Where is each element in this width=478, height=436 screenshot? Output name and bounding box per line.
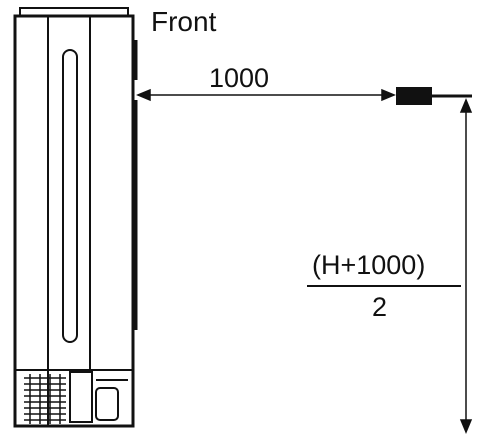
height-formula-numerator: (H+1000) bbox=[312, 250, 426, 280]
vertical-dimension bbox=[459, 98, 473, 434]
obstacle-block bbox=[396, 87, 472, 105]
unit-handle-slot bbox=[62, 49, 78, 343]
unit-grille bbox=[24, 374, 66, 424]
horizontal-dimension bbox=[136, 88, 396, 102]
horizontal-distance-label: 1000 bbox=[209, 63, 270, 93]
unit-body bbox=[13, 14, 135, 428]
arrow-left-icon bbox=[136, 88, 151, 102]
arrow-down-icon bbox=[459, 419, 473, 434]
outdoor-unit bbox=[13, 7, 135, 428]
height-formula-denominator: 2 bbox=[372, 292, 388, 322]
arrow-up-icon bbox=[459, 98, 473, 113]
arrow-right-icon bbox=[381, 88, 396, 102]
front-label: Front bbox=[151, 6, 217, 37]
unit-service-panel bbox=[69, 371, 93, 423]
unit-pipe-port bbox=[95, 387, 119, 421]
